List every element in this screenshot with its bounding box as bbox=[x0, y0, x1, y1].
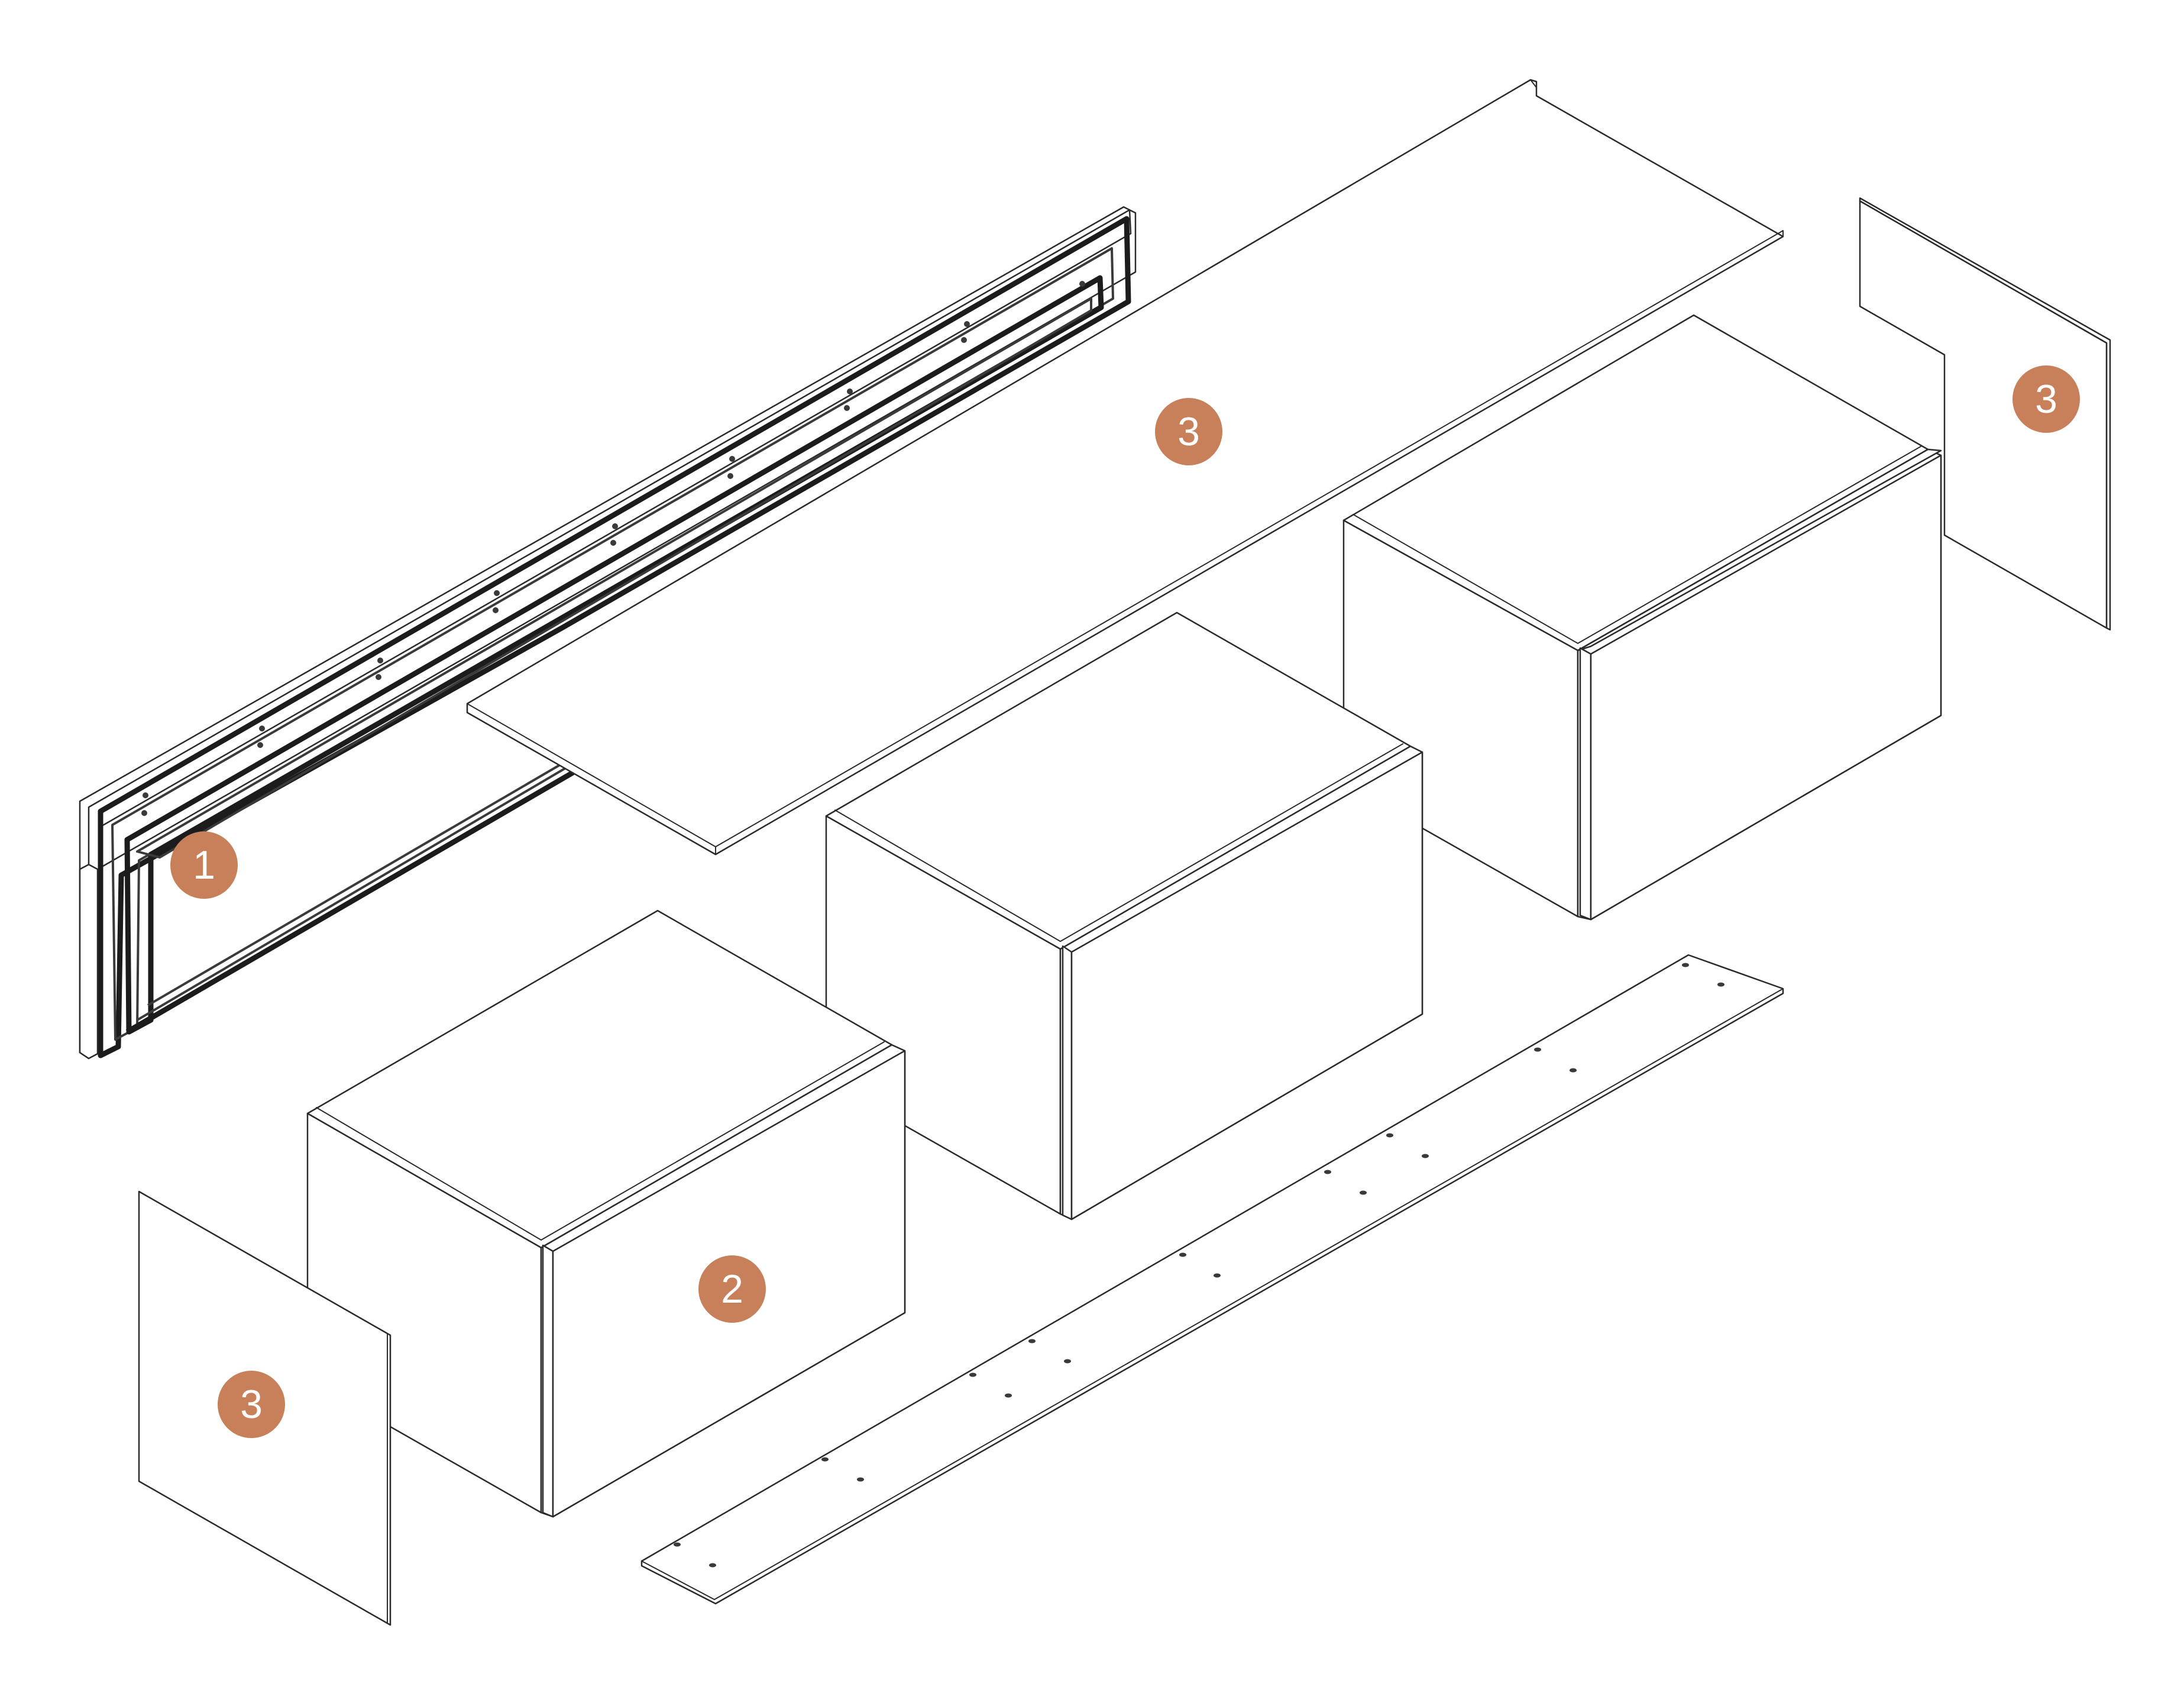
callout-3-top-board-label: 3 bbox=[1177, 409, 1200, 454]
callout-3-left-panel: 3 bbox=[218, 1371, 285, 1438]
callout-3-right-panel: 3 bbox=[2012, 365, 2080, 433]
callout-2-label: 2 bbox=[721, 1267, 743, 1312]
right-end-panel-part bbox=[1859, 197, 2111, 631]
callout-3-right-panel-bg bbox=[2012, 365, 2080, 433]
callout-3-left-panel-bg bbox=[218, 1371, 285, 1438]
cabinet-middle bbox=[825, 611, 1423, 1220]
callout-3-top-board-bg bbox=[1155, 398, 1222, 465]
callout-1-label: 1 bbox=[193, 843, 215, 888]
cabinet-right bbox=[1342, 314, 1942, 921]
base-strip-holes bbox=[674, 963, 1724, 1568]
base-strip-part bbox=[640, 954, 1784, 1605]
callout-1-bg bbox=[170, 831, 238, 899]
callout-3-top-board: 3 bbox=[1155, 398, 1222, 465]
frame-part bbox=[79, 206, 1137, 1060]
top-board-part bbox=[466, 79, 1784, 856]
cabinet-front-part bbox=[306, 909, 906, 1518]
callout-3-left-panel-label: 3 bbox=[240, 1382, 263, 1427]
callout-1: 1 bbox=[170, 831, 238, 899]
callout-2-bg bbox=[698, 1255, 766, 1323]
callout-2: 2 bbox=[698, 1255, 766, 1323]
callout-3-right-panel-label: 3 bbox=[2035, 377, 2057, 422]
frame-holes bbox=[141, 281, 1085, 816]
